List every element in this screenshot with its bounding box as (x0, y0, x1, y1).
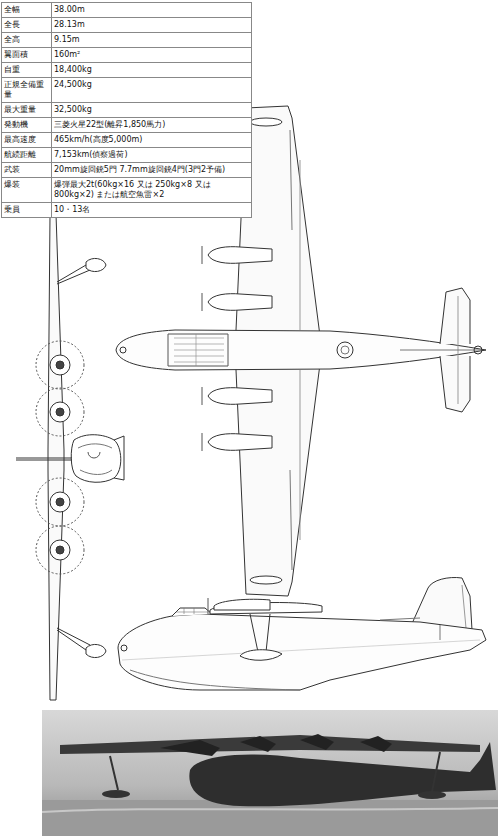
spec-key: 発動機 (2, 118, 52, 133)
spec-key: 自重 (2, 63, 52, 78)
spec-key: 翼面積 (2, 48, 52, 63)
spec-row: 翼面積160m² (2, 48, 252, 63)
spec-row: 最大重量32,500kg (2, 103, 252, 118)
spec-value: 160m² (52, 48, 252, 63)
spec-row: 自重18,400kg (2, 63, 252, 78)
photo (42, 710, 498, 836)
spec-row: 発動機三菱火星22型(離昇1,850馬力) (2, 118, 252, 133)
spec-value: 三菱火星22型(離昇1,850馬力) (52, 118, 252, 133)
spec-row: 乗員10・13名 (2, 203, 252, 218)
spec-row: 武装20mm旋回銃5門 7.7mm旋回銃4門(3門2予備) (2, 163, 252, 178)
spec-row: 爆装爆弾最大2t(60kg×16 又は 250kg×8 又は 800kg×2) … (2, 178, 252, 203)
spec-value: 7,153km(偵察過荷) (52, 148, 252, 163)
spec-row: 全高9.15m (2, 33, 252, 48)
spec-value: 32,500kg (52, 103, 252, 118)
spec-value: 465km/h(高度5,000m) (52, 133, 252, 148)
side-view (118, 577, 486, 690)
spec-key: 最大重量 (2, 103, 52, 118)
spec-key: 正規全備重量 (2, 78, 52, 103)
spec-key: 乗員 (2, 203, 52, 218)
spec-key: 最高速度 (2, 133, 52, 148)
spec-table: 全幅38.00m全長28.13m全高9.15m翼面積160m²自重18,400k… (1, 2, 252, 218)
spec-row: 航続距離7,153km(偵察過荷) (2, 148, 252, 163)
spec-row: 全長28.13m (2, 18, 252, 33)
spec-value: 10・13名 (52, 203, 252, 218)
spec-value: 18,400kg (52, 63, 252, 78)
spec-value: 9.15m (52, 33, 252, 48)
spec-value: 38.00m (52, 3, 252, 18)
spec-key: 全長 (2, 18, 52, 33)
spec-value: 28.13m (52, 18, 252, 33)
spec-key: 全幅 (2, 3, 52, 18)
spec-value: 20mm旋回銃5門 7.7mm旋回銃4門(3門2予備) (52, 163, 252, 178)
spec-row: 最高速度465km/h(高度5,000m) (2, 133, 252, 148)
spec-value: 爆弾最大2t(60kg×16 又は 250kg×8 又は 800kg×2) また… (52, 178, 252, 203)
spec-key: 爆装 (2, 178, 52, 203)
spec-value: 24,500kg (52, 78, 252, 103)
front-view (16, 214, 124, 700)
spec-key: 航続距離 (2, 148, 52, 163)
spec-row: 正規全備重量24,500kg (2, 78, 252, 103)
spec-row: 全幅38.00m (2, 3, 252, 18)
spec-key: 全高 (2, 33, 52, 48)
spec-key: 武装 (2, 163, 52, 178)
